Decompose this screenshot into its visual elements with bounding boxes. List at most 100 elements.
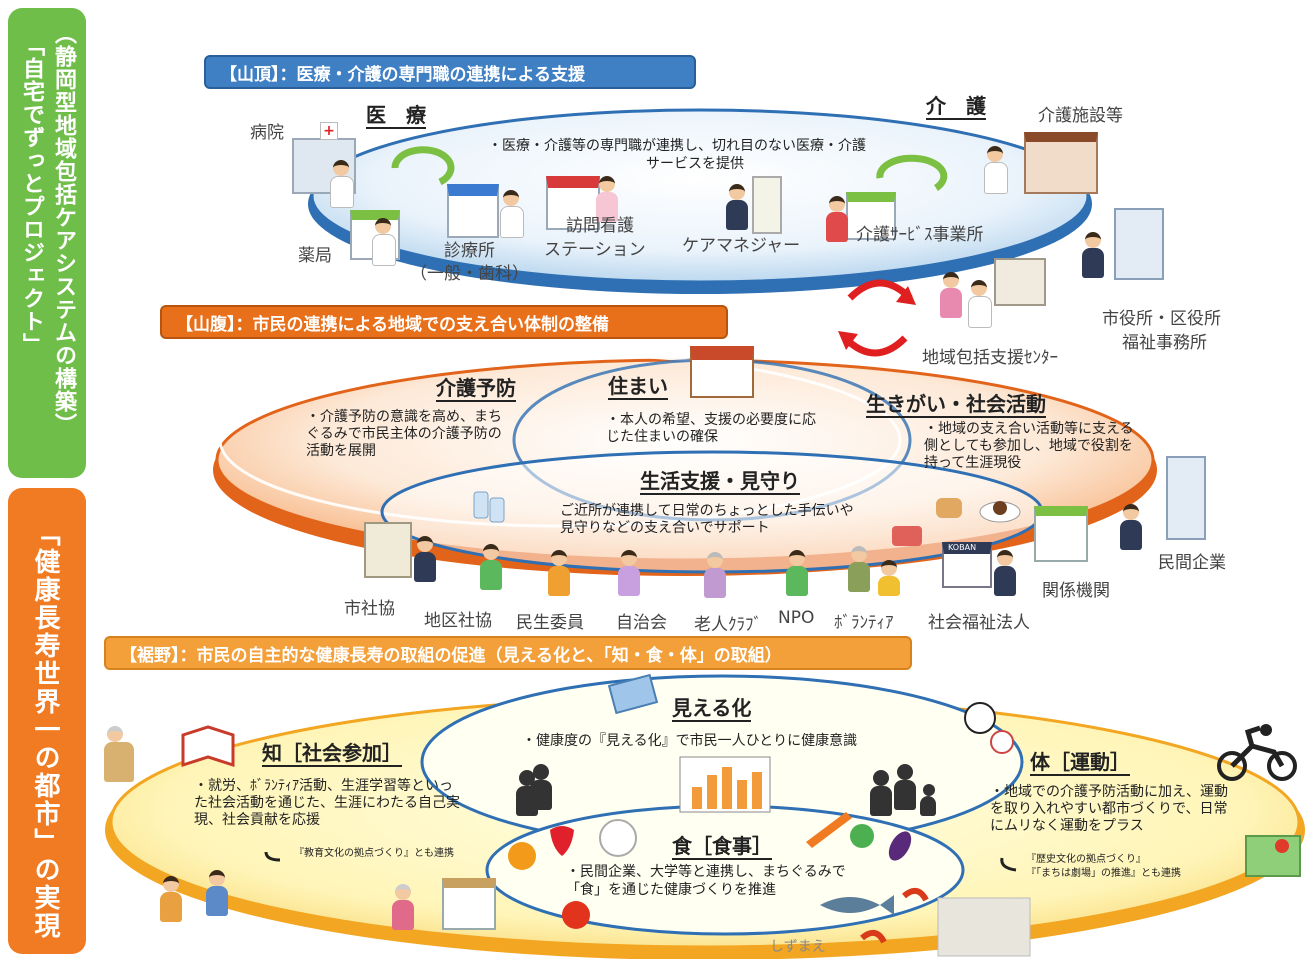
- prevention-note: ・介護予防の意識を高め、まちぐるみで市民主体の介護予防の活動を展開: [306, 409, 502, 459]
- council-label: 市社協: [344, 599, 395, 619]
- cyclist-icon: [1217, 751, 1247, 781]
- koban-label: KOBAN: [948, 543, 977, 552]
- elderly-woman-figure: [392, 884, 414, 930]
- link-arrow-icon: [1000, 857, 1017, 872]
- shrimp-icon: [860, 929, 887, 944]
- clinic-building-icon: [447, 184, 499, 238]
- care-facility-label: 介護施設等: [1038, 106, 1123, 126]
- purpose-note: ・地域の支え合い活動等に支える側としても参加し、地域で役割を持って生涯現役: [924, 421, 1134, 471]
- house-icon: [690, 346, 754, 398]
- food-note-line2: 「食」を通じた健康づくりを推進: [566, 882, 776, 898]
- school-building-icon: [442, 878, 496, 930]
- orange-icon: [508, 842, 536, 870]
- book-icon: [181, 725, 235, 768]
- exchange-arrow-icon: [842, 335, 908, 357]
- senior-club-label: 老人ｸﾗﾌﾞ: [694, 615, 762, 635]
- welfare-corp-figure: [994, 550, 1016, 596]
- council-staff-figure: [414, 536, 436, 582]
- care-manager-label: ケアマネジャー: [682, 236, 801, 256]
- clinic-type-label: （一般・歯科）: [410, 264, 529, 284]
- volunteer-label: ﾎﾞﾗﾝﾃｨｱ: [834, 613, 894, 633]
- map-icon: [1245, 835, 1301, 877]
- food-heading: 食［食事］: [672, 834, 772, 860]
- city-hall-building-icon: [1114, 208, 1164, 280]
- knowledge-heading: 知［社会参加］: [262, 741, 402, 767]
- city-hall-label: 市役所・区役所: [1102, 309, 1221, 329]
- food-note-line1: ・民間企業、大学等と連携し、まちぐるみで: [566, 864, 846, 880]
- shrimp-icon: [902, 887, 929, 902]
- housing-note: ・本人の希望、支援の必要度に応じた住まいの確保: [606, 412, 816, 445]
- dog-icon: [936, 498, 962, 518]
- cycle-arrow-icon: [876, 154, 948, 191]
- care-facility-building-icon: [1024, 132, 1098, 194]
- care-manager-figure: [726, 184, 748, 230]
- carrot-icon: [806, 812, 852, 848]
- koban-building-icon: KOBAN: [942, 542, 992, 588]
- support-heading: 生活支援・見守り: [640, 469, 800, 495]
- strawberry-icon: [550, 826, 574, 856]
- care-heading: 介 護: [926, 94, 986, 120]
- tomato-icon: [562, 901, 590, 929]
- private-company-label: 民間企業: [1158, 553, 1226, 573]
- health-city-side-title: 「健康長寿世界一の都市」の実現: [30, 520, 60, 940]
- summit-banner: 【山頂】：医療・介護の専門職の連携による支援: [204, 55, 696, 89]
- body-heading: 体［運動］: [1030, 750, 1130, 776]
- district-council-label: 地区社協: [424, 611, 492, 631]
- care-service-label: 介護ｻｰﾋﾞｽ事業所: [856, 225, 984, 245]
- soccer-ball-icon: [964, 702, 996, 734]
- project-side-title: 「自宅でずっとプロジェクト」: [19, 34, 44, 356]
- hillside-banner: 【山腹】：市民の連携による地域での支え合い体制の整備: [160, 305, 728, 339]
- support-staff-figure: [940, 272, 962, 318]
- clinic-label: 診療所: [444, 241, 495, 261]
- summit-ellipse: [310, 108, 1090, 284]
- neighborhood-label: 自治会: [616, 613, 667, 633]
- council-building-icon: [364, 522, 412, 578]
- support-center-label: 地域包括支援ｾﾝﾀｰ: [922, 348, 1058, 368]
- baseball-icon: [990, 730, 1014, 754]
- npo-figure: [786, 550, 808, 596]
- body-note: ・地域での介護予防活動に加え、運動を取り入れやすい都市づくりで、日常にムリなく運…: [990, 784, 1228, 834]
- agency-building-icon: [1034, 506, 1088, 562]
- project-side-bar: （静岡型地域包括ケアシステムの構築） 「自宅でずっとプロジェクト」: [8, 8, 86, 478]
- farmer-figure: [160, 876, 182, 922]
- family-silhouette-icon: [894, 764, 916, 810]
- farmer-figure: [206, 870, 228, 916]
- family-silhouette-icon: [870, 770, 892, 816]
- npo-label: NPO: [778, 608, 815, 628]
- related-agencies-label: 関係機関: [1042, 581, 1110, 601]
- fish-icon: [820, 895, 894, 915]
- nursing-station-label: 訪問看護: [566, 216, 634, 236]
- foothill-banner: 【裾野】：市民の自主的な健康長寿の取組の促進（見える化と、「知・食・体」の取組）: [104, 636, 912, 670]
- care-facility-staff-figure: [984, 146, 1008, 194]
- nursing-station-building-icon: [546, 176, 600, 230]
- bottles-icon: [473, 491, 489, 519]
- nurse-figure: [596, 176, 618, 222]
- commissioner-label: 民生委員: [516, 613, 584, 633]
- health-city-side-bar: 「健康長寿世界一の都市」の実現: [8, 488, 86, 954]
- pharmacist-figure: [372, 218, 396, 266]
- elderly-reader-figure: [104, 726, 134, 782]
- purpose-heading: 生きがい・社会活動: [866, 392, 1046, 418]
- hospital-label: 病院: [250, 123, 284, 143]
- office-tower-icon: [752, 176, 782, 234]
- commissioner-figure: [548, 550, 570, 596]
- medical-heading: 医 療: [366, 103, 426, 129]
- prevention-heading: 介護予防: [436, 376, 516, 402]
- support-note-line1: ご近所が連携して日常のちょっとした手伝いや: [560, 503, 854, 519]
- volunteer-figure: [848, 546, 870, 592]
- doctor-figure: [330, 160, 354, 208]
- shizumae-label: しずまえ: [770, 939, 826, 955]
- volunteer-child-figure: [878, 560, 900, 596]
- body-link-note-line2: 『「まちは劇場」の推進』とも連携: [1026, 868, 1181, 879]
- neighborhood-figure: [618, 550, 640, 596]
- eggplant-icon: [888, 831, 912, 861]
- summit-note-line1: ・医療・介護等の専門職が連携し、切れ目のない医療・介護: [488, 138, 866, 154]
- project-side-title-sub: （静岡型地域包括ケアシステムの構築）: [51, 22, 76, 436]
- welfare-office-label: 福祉事務所: [1122, 333, 1207, 353]
- visual-heading: 見える化: [672, 696, 752, 722]
- nursing-station-label-2: ステーション: [544, 240, 646, 260]
- pharmacy-label: 薬局: [298, 246, 332, 266]
- shirasu-icon: [937, 897, 1031, 957]
- support-note-line2: 見守りなどの支え合いでサポート: [560, 520, 770, 536]
